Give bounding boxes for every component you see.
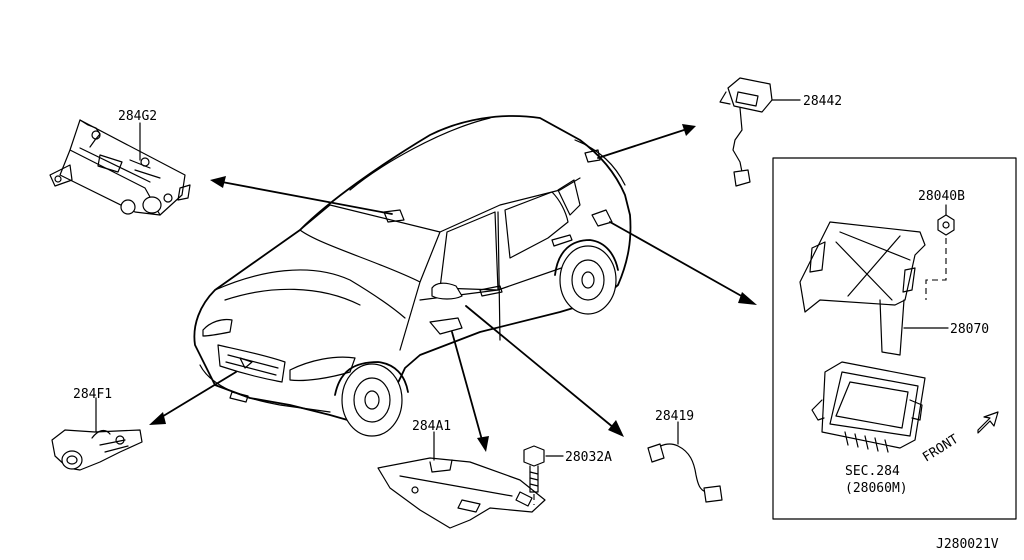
part-28070-bracket bbox=[799, 221, 926, 356]
ecu-module bbox=[811, 361, 926, 453]
part-28032A-bolt bbox=[523, 445, 545, 493]
label-28419: 28419 bbox=[655, 409, 694, 424]
vehicle-illustration bbox=[193, 115, 632, 437]
label-284A1: 284A1 bbox=[412, 419, 451, 434]
front-arrow-icon bbox=[977, 411, 999, 434]
leader-arrows bbox=[149, 124, 757, 452]
label-284F1: 284F1 bbox=[73, 387, 112, 402]
part-28442-sensor bbox=[719, 77, 773, 187]
label-284G2: 284G2 bbox=[118, 109, 157, 124]
sec-sub-label: (28060M) bbox=[845, 481, 908, 496]
part-28419-harness bbox=[647, 443, 723, 503]
part-284F1-camera bbox=[51, 429, 143, 471]
diagram-id: J280021V bbox=[936, 537, 999, 552]
detail-box bbox=[772, 157, 1017, 520]
label-28040B: 28040B bbox=[918, 189, 965, 204]
part-284G2-module bbox=[49, 119, 191, 216]
sec-label: SEC.284 bbox=[845, 464, 900, 479]
label-28070: 28070 bbox=[950, 322, 989, 337]
part-284A1-bracket bbox=[377, 457, 546, 529]
dashed-mount-line bbox=[925, 238, 947, 300]
part-28040B-nut bbox=[937, 214, 955, 236]
front-label: FRONT bbox=[920, 432, 961, 466]
label-28442: 28442 bbox=[803, 94, 842, 109]
label-28032A: 28032A bbox=[565, 450, 612, 465]
